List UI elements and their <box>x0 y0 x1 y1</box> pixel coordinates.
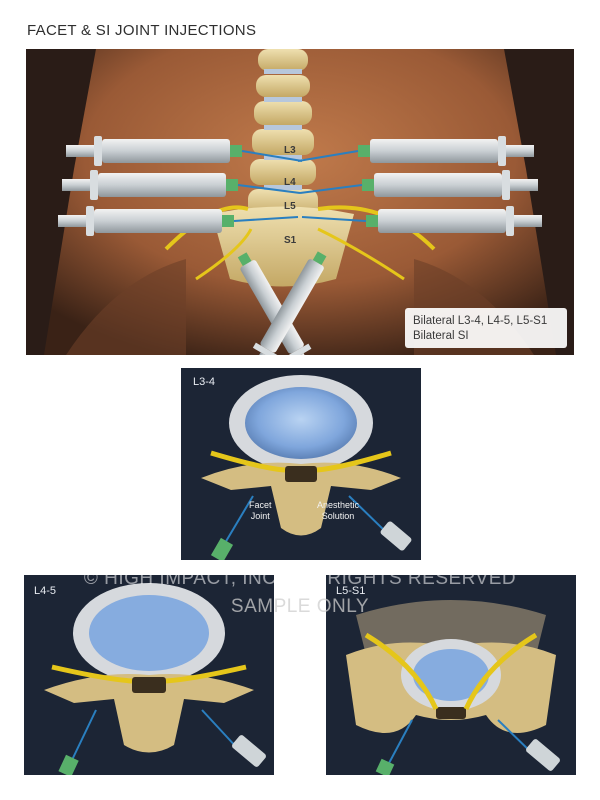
page-title: FACET & SI JOINT INJECTIONS <box>27 22 257 39</box>
annotation-facet-line1: Facet <box>249 500 272 510</box>
si-joint-syringes <box>237 251 327 355</box>
callout-line-levels: Bilateral L3-4, L4-5, L5-S1 <box>413 315 548 327</box>
annotation-anesthetic-solution: Anesthetic Solution <box>317 500 359 522</box>
l4-5-axial-illustration <box>44 583 266 775</box>
annotation-facet-joint: Facet Joint <box>249 500 272 522</box>
annotation-facet-line2: Joint <box>250 511 270 521</box>
right-syringes <box>297 136 542 236</box>
hero-back-illustration: L3 L4 L5 S1 <box>26 49 574 355</box>
panel-l3-4: L3-4 Facet Joint Anesthetic Solution <box>181 368 421 560</box>
vertebra-label-l5: L5 <box>284 201 296 212</box>
l5-s1-axial-illustration <box>346 600 560 775</box>
panel-l4-5: L4-5 <box>24 575 274 775</box>
panel-label-l5-s1: L5-S1 <box>336 585 366 597</box>
spine-column <box>164 49 436 287</box>
panel-l5-s1: L5-S1 <box>326 575 576 775</box>
vertebra-label-l4: L4 <box>284 177 296 188</box>
watermark-sample: SAMPLE ONLY <box>230 596 370 617</box>
panel-label-l3-4: L3-4 <box>193 376 216 388</box>
annotation-anesthetic-line2: Solution <box>321 511 355 521</box>
vertebra-label-l3: L3 <box>284 145 296 156</box>
vertebra-label-s1: S1 <box>284 235 297 246</box>
callout-line-si: Bilateral SI <box>413 330 469 342</box>
l3-4-axial-illustration <box>201 375 412 560</box>
watermark-copyright: © HIGH IMPACT, INC. ALL RIGHTS RESERVED <box>83 568 517 589</box>
back-spine-illustration <box>26 49 574 355</box>
panel-label-l4-5: L4-5 <box>34 585 57 597</box>
injection-levels-callout: Bilateral L3-4, L4-5, L5-S1 Bilateral SI <box>405 308 567 348</box>
annotation-anesthetic-line1: Anesthetic <box>317 500 360 510</box>
left-syringes <box>58 136 303 236</box>
